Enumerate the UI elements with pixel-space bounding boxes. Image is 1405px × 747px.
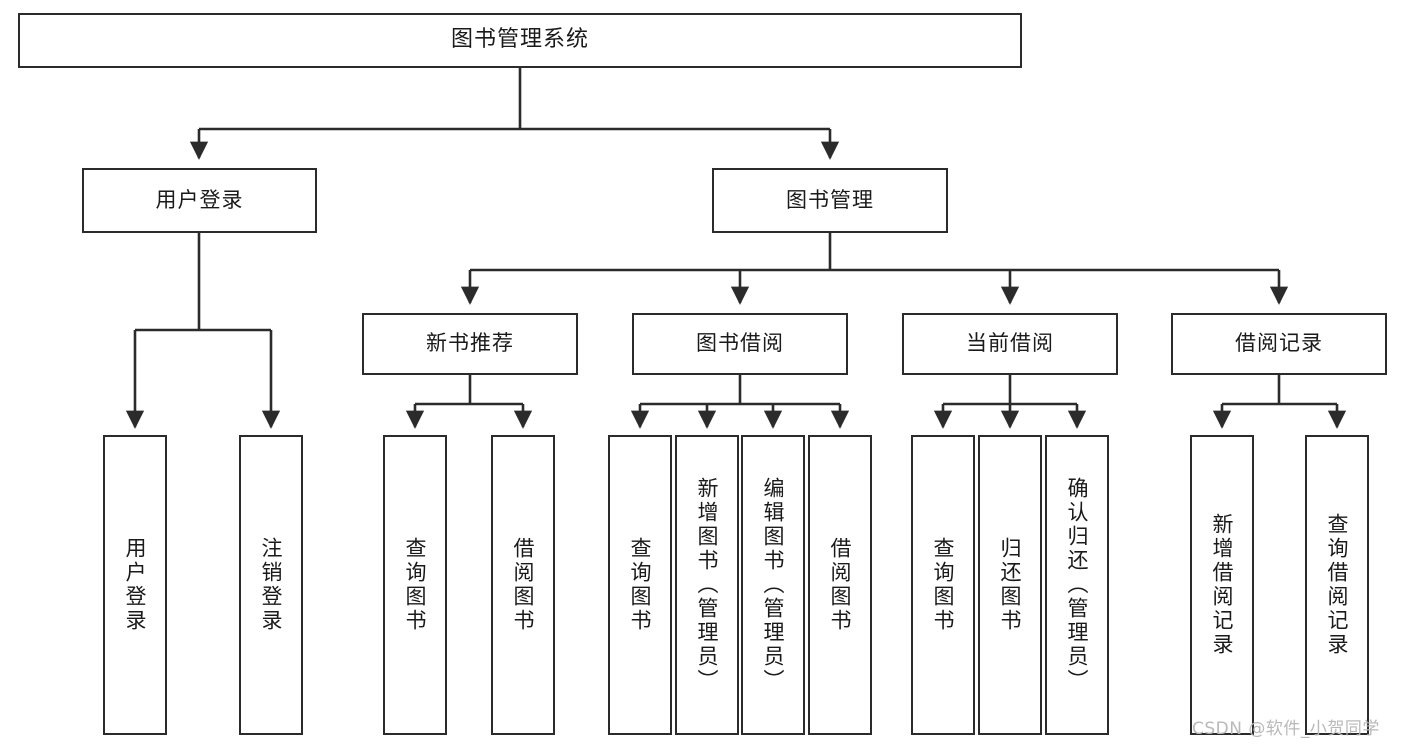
node-book-management[interactable]: 图书管理 <box>712 168 948 233</box>
node-borrow-record[interactable]: 借阅记录 <box>1171 313 1387 375</box>
node-leaf-logout[interactable]: 注销登录 <box>239 435 303 735</box>
node-label: 新增借阅记录 <box>1210 513 1235 657</box>
node-leaf-borrow-query-book[interactable]: 查询图书 <box>608 435 672 735</box>
node-leaf-recommend-query-book[interactable]: 查询图书 <box>383 435 447 735</box>
node-label: 注销登录 <box>259 537 284 633</box>
node-label: 确认归还（管理员） <box>1065 477 1090 693</box>
node-label: 查询图书 <box>403 537 428 633</box>
node-leaf-record-add[interactable]: 新增借阅记录 <box>1190 435 1254 735</box>
node-label: 查询图书 <box>628 537 653 633</box>
node-leaf-recommend-borrow-book[interactable]: 借阅图书 <box>491 435 555 735</box>
watermark-text: CSDN @软件_小贺同学 <box>1192 719 1380 739</box>
node-label: 图书借阅 <box>696 331 784 356</box>
node-label: 归还图书 <box>998 537 1023 633</box>
node-label: 查询借阅记录 <box>1325 513 1350 657</box>
node-root-system[interactable]: 图书管理系统 <box>18 13 1022 68</box>
node-current-borrow[interactable]: 当前借阅 <box>902 313 1118 375</box>
node-label: 图书管理 <box>786 187 874 212</box>
node-label: 新书推荐 <box>426 331 514 356</box>
node-leaf-current-confirm-return[interactable]: 确认归还（管理员） <box>1045 435 1109 735</box>
node-book-borrow[interactable]: 图书借阅 <box>632 313 848 375</box>
node-label: 用户登录 <box>155 187 244 212</box>
node-label: 新增图书（管理员） <box>695 477 720 693</box>
node-leaf-current-query-book[interactable]: 查询图书 <box>911 435 975 735</box>
node-leaf-record-query[interactable]: 查询借阅记录 <box>1305 435 1369 735</box>
node-leaf-user-login[interactable]: 用户登录 <box>103 435 167 735</box>
node-label: 编辑图书（管理员） <box>761 477 786 693</box>
node-label: 借阅图书 <box>828 537 853 633</box>
node-leaf-borrow-borrow-book[interactable]: 借阅图书 <box>808 435 872 735</box>
node-label: 用户登录 <box>123 537 148 633</box>
node-leaf-current-return-book[interactable]: 归还图书 <box>978 435 1042 735</box>
node-label: 查询图书 <box>931 537 956 633</box>
node-label: 图书管理系统 <box>450 27 589 53</box>
node-label: 当前借阅 <box>966 331 1054 356</box>
node-leaf-borrow-edit-book[interactable]: 编辑图书（管理员） <box>741 435 805 735</box>
node-leaf-borrow-add-book[interactable]: 新增图书（管理员） <box>675 435 739 735</box>
node-label: 借阅图书 <box>511 537 536 633</box>
node-new-book-recommend[interactable]: 新书推荐 <box>362 313 578 375</box>
node-user-login[interactable]: 用户登录 <box>82 168 317 233</box>
node-label: 借阅记录 <box>1235 331 1323 356</box>
